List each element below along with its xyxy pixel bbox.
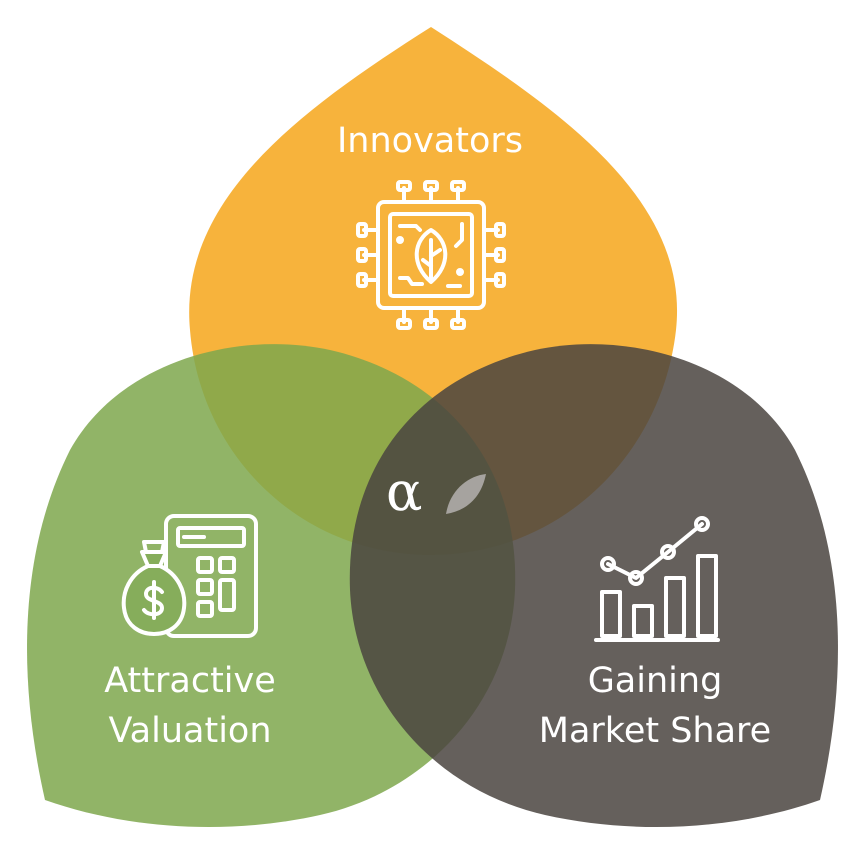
- attractive-valuation-label: Attractive Valuation: [40, 656, 340, 756]
- microchip-leaf-icon: [356, 180, 506, 330]
- attractive-valuation-line1: Attractive: [104, 661, 276, 701]
- alpha-logo: α: [380, 462, 490, 530]
- petal-gaining-market-share: [349, 344, 838, 827]
- innovators-label: Innovators: [336, 121, 524, 161]
- gaining-market-share-line1: Gaining: [587, 661, 723, 701]
- alpha-symbol: α: [386, 460, 423, 523]
- leaf-icon: [446, 474, 486, 514]
- growth-bar-chart-icon: [592, 510, 722, 646]
- attractive-valuation-line2: Valuation: [108, 711, 272, 751]
- gaining-market-share-line2: Market Share: [538, 711, 772, 751]
- money-bag-calculator-icon: [120, 512, 260, 642]
- gaining-market-share-label: Gaining Market Share: [500, 656, 810, 756]
